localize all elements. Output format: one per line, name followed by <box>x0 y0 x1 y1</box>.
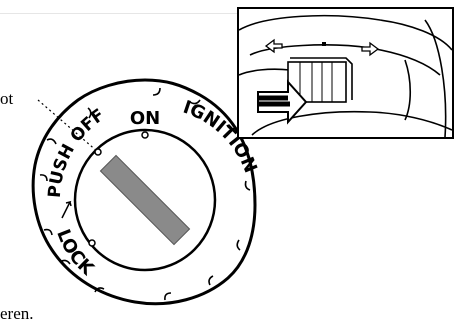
dot-lock <box>89 240 95 246</box>
dot-on <box>142 132 148 138</box>
inset-panel <box>238 8 453 138</box>
label-on: ON <box>130 108 160 129</box>
center-mark <box>322 42 326 46</box>
